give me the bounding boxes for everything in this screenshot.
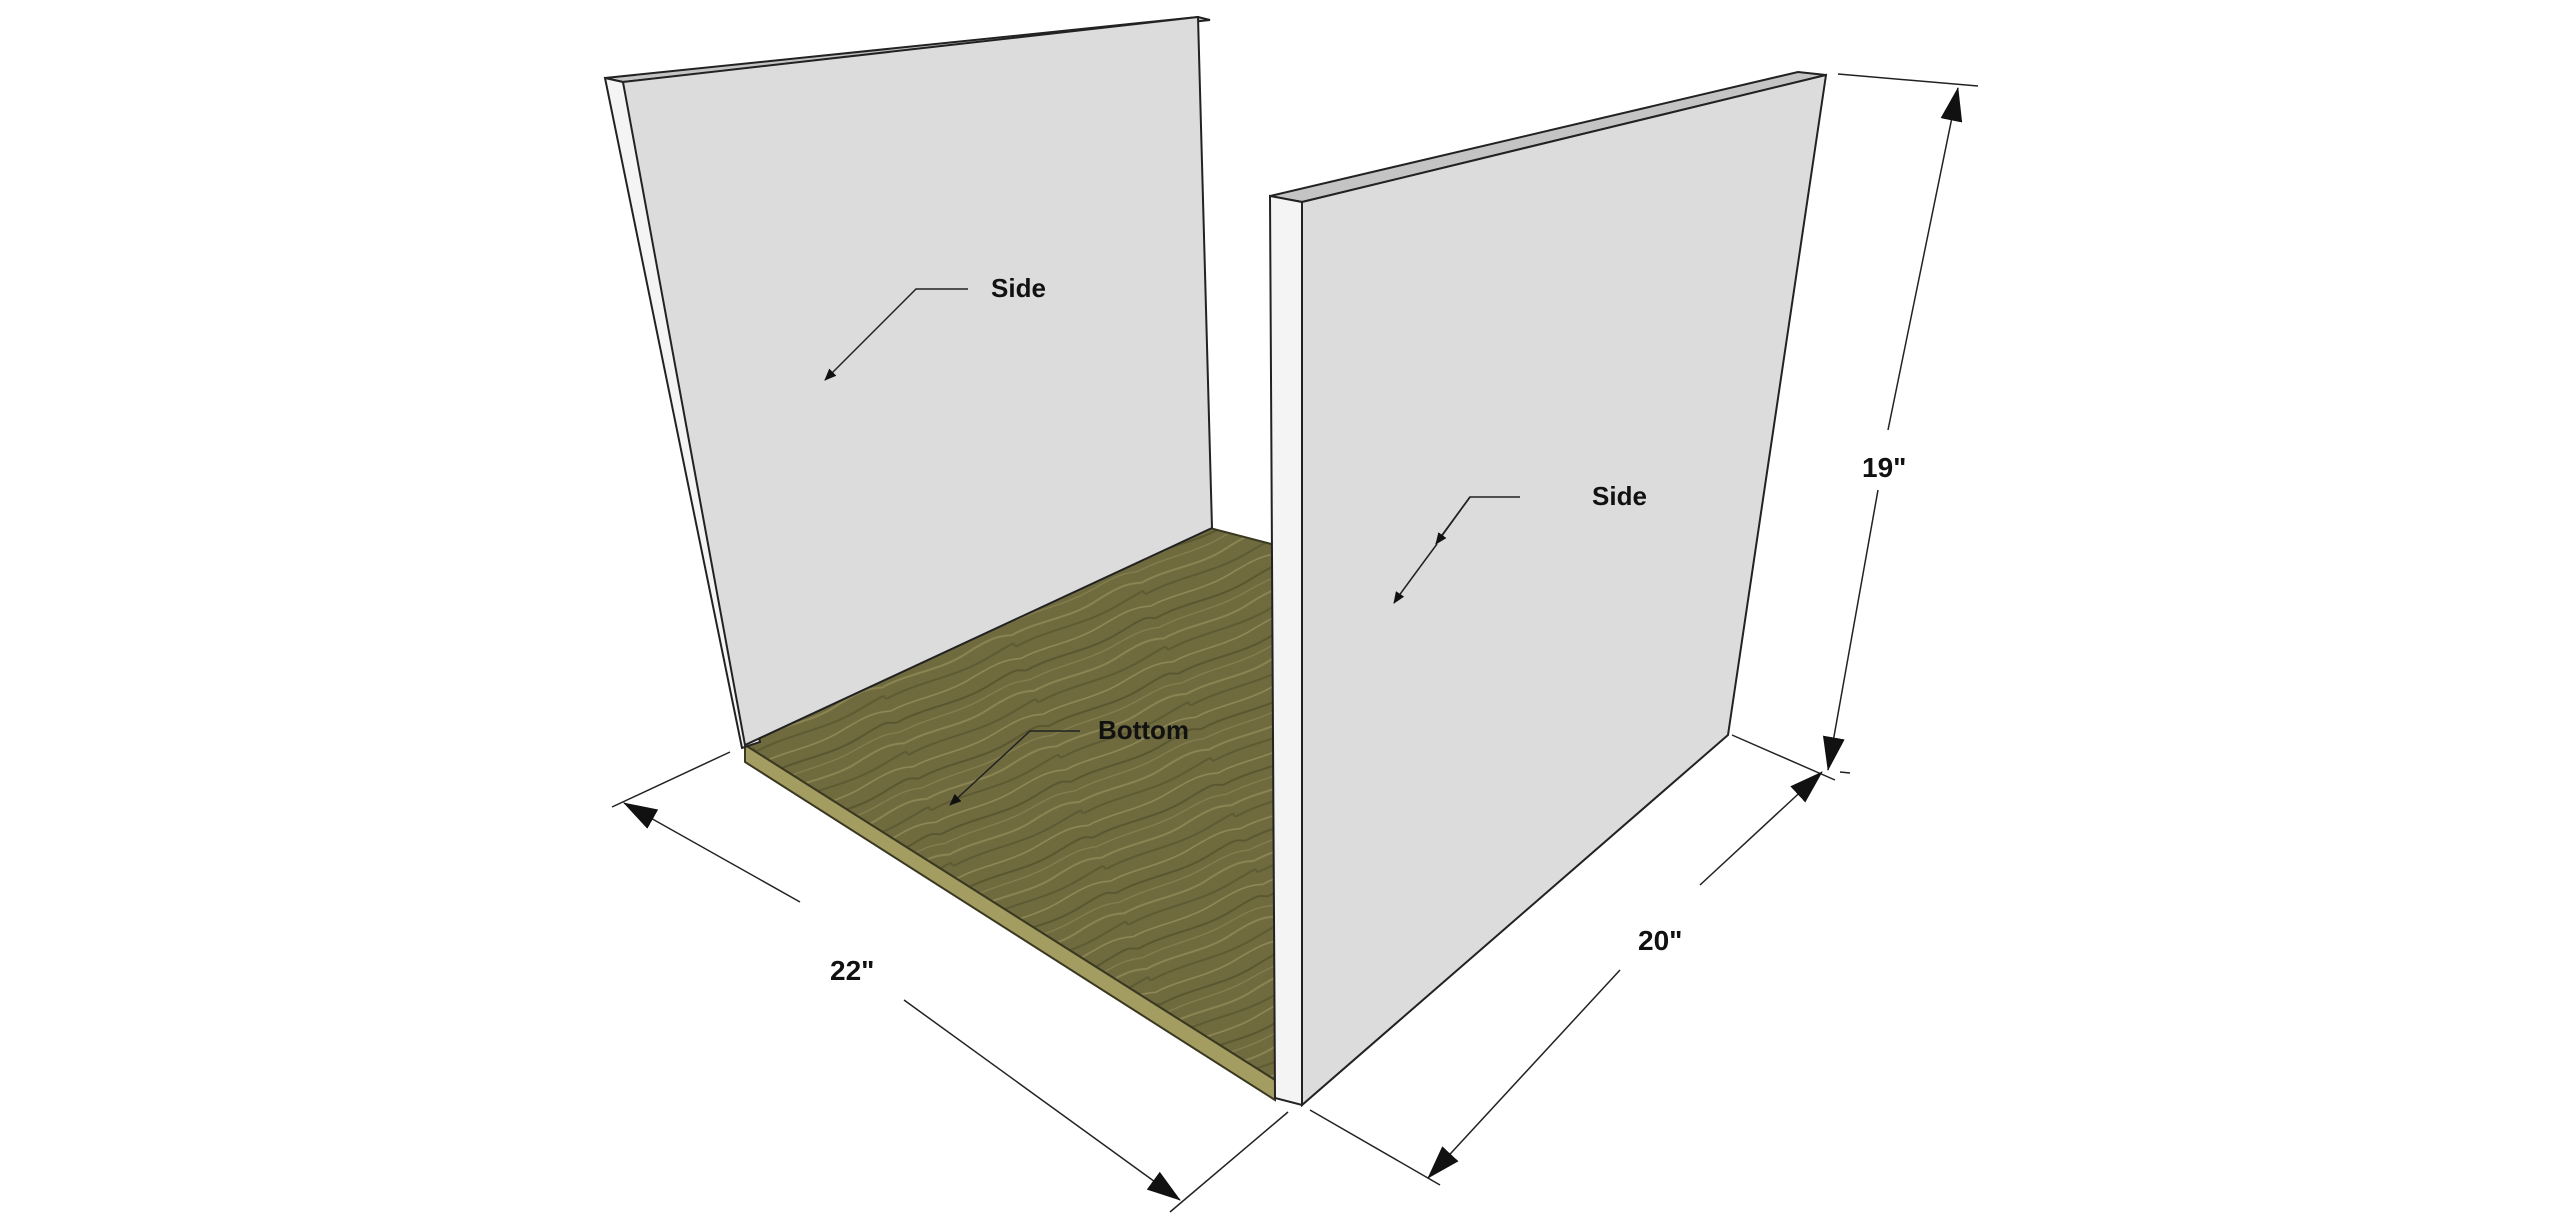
side-right-label: Side (1592, 481, 1647, 511)
side-right-leader-arrow-head (1435, 496, 1471, 545)
width-dimension-label: 22" (830, 955, 874, 986)
side-right-leader-drop (1419, 543, 1438, 568)
width-extension-right (1169, 1111, 1289, 1213)
bottom-leader (949, 730, 1080, 806)
height-dimension-line-a (1887, 87, 1963, 431)
left-panel-face (621, 15, 1214, 747)
height-dimension-line-b (1822, 489, 1879, 771)
depth-extension-left (1309, 1109, 1441, 1186)
depth-dimension-line-b (1699, 771, 1823, 886)
height-dimension: 19" (1822, 73, 1979, 774)
height-dimension-label: 19" (1862, 452, 1906, 483)
side-left-leader (824, 288, 968, 381)
bottom-label: Bottom (1098, 715, 1189, 745)
side-right-leader-to-end (1393, 591, 1405, 604)
right-panel-front-edge (1268, 194, 1303, 1107)
left-side-panel (603, 15, 1214, 750)
depth-dimension: 20" (1309, 734, 1836, 1186)
height-extension-top (1837, 73, 1979, 87)
side-left-label: Side (991, 273, 1046, 303)
depth-dimension-label: 20" (1638, 925, 1682, 956)
depth-dimension-line-a (1427, 969, 1621, 1179)
right-panel-face (1301, 73, 1828, 1108)
height-extension-bottom (1839, 771, 1851, 774)
width-dimension: 22" (611, 751, 1289, 1213)
bottom-panel-front-edge (744, 743, 1276, 1102)
width-extension-left (611, 751, 731, 808)
width-dimension-line-a (623, 802, 801, 903)
width-dimension-line-b (903, 999, 1181, 1201)
right-side-panel (1268, 70, 1828, 1108)
